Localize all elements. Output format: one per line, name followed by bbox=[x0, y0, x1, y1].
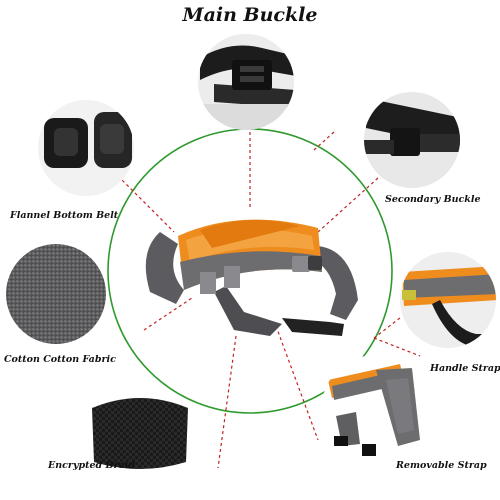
main-buckle-title: Main Buckle bbox=[182, 4, 318, 26]
label-secondary-buckle: Secondary Buckle bbox=[385, 194, 481, 205]
encrypted-braid-swatch bbox=[92, 398, 188, 469]
handle-strap-photo bbox=[400, 252, 496, 348]
cotton-fabric-swatch bbox=[6, 244, 106, 344]
flannel-belt-photo bbox=[38, 100, 134, 196]
leader-lines bbox=[117, 131, 421, 469]
removable-strap-photo bbox=[321, 355, 431, 465]
transfer-belt-photo bbox=[145, 219, 358, 336]
label-encrypted-braid: Encrypted Braid bbox=[48, 460, 135, 471]
label-cotton-fabric: Cotton Cotton Fabric bbox=[4, 354, 116, 365]
label-flannel-bottom-belt: Flannel Bottom Belt bbox=[10, 210, 119, 221]
main-buckle-photo bbox=[198, 34, 294, 130]
label-handle-strap: Handle Strap bbox=[430, 363, 500, 374]
label-removable-strap: Removable Strap bbox=[396, 460, 487, 471]
secondary-buckle-photo bbox=[364, 92, 460, 188]
